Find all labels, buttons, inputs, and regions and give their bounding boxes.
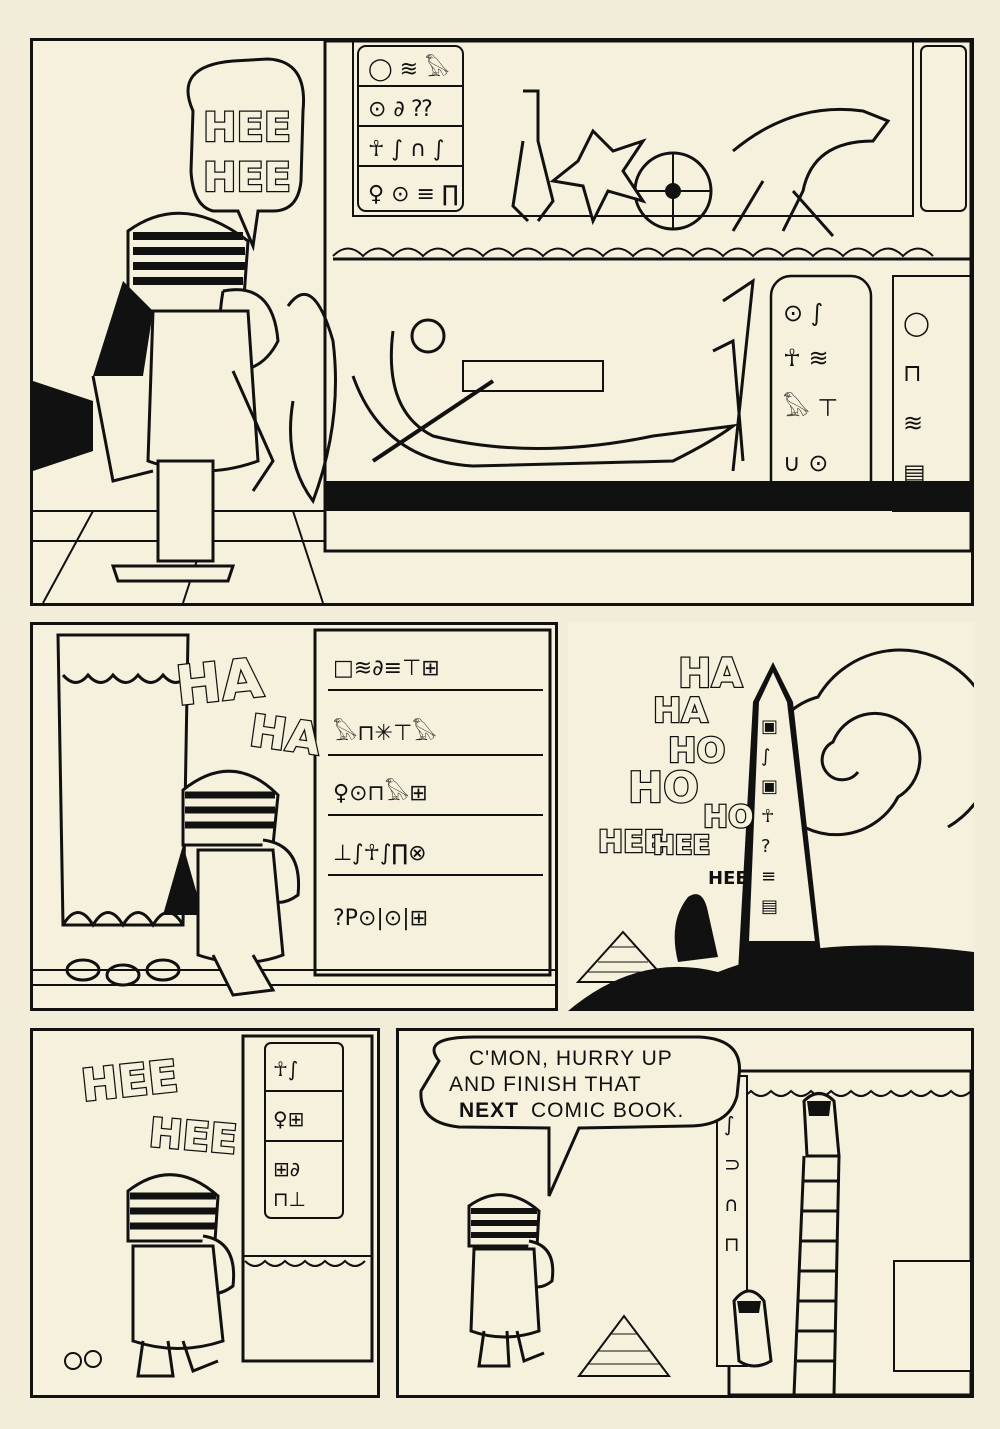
speech-balloon-1: HEE HEE bbox=[186, 57, 306, 252]
svg-text:⊓⊥: ⊓⊥ bbox=[273, 1187, 306, 1211]
svg-text:⊙ ∫: ⊙ ∫ bbox=[783, 299, 823, 327]
svg-text:∪ ⊙: ∪ ⊙ bbox=[783, 449, 828, 477]
svg-text:⊥∫☥∫∏⊗: ⊥∫☥∫∏⊗ bbox=[333, 841, 427, 866]
svg-text:𓅃 ⊤: 𓅃 ⊤ bbox=[783, 391, 838, 422]
ladder-icon bbox=[792, 1155, 841, 1395]
hieroglyph-wall-icon: ☥∫ ♀⊞ ⊞∂ ⊓⊥ bbox=[241, 1034, 374, 1363]
sfx-ha-3: HA bbox=[678, 651, 742, 697]
panel-3: ▣ ∫ ▣ ☥ ? ≡ ▤ HA HA HO HO HO bbox=[568, 622, 974, 1011]
svg-text:⊙ ∂ ⁇: ⊙ ∂ ⁇ bbox=[368, 97, 432, 122]
sfx-ha-2: HA bbox=[246, 705, 323, 765]
sfx-ha-4: HA bbox=[653, 691, 708, 731]
panel-3-art: ▣ ∫ ▣ ☥ ? ≡ ▤ HA HA HO HO HO bbox=[568, 648, 974, 1011]
obelisk-icon: ▣ ∫ ▣ ☥ ? ≡ ▤ bbox=[738, 662, 823, 972]
column-icon bbox=[56, 633, 190, 987]
sfx-ha-1: HA bbox=[173, 646, 266, 718]
svg-text:▣: ▣ bbox=[761, 716, 778, 737]
pharaoh-character-icon bbox=[126, 1173, 236, 1378]
ball-icon bbox=[64, 1352, 82, 1370]
palm-frond-icon bbox=[286, 292, 337, 505]
svg-text:?: ? bbox=[761, 836, 771, 857]
svg-text:⊞∂: ⊞∂ bbox=[273, 1157, 300, 1181]
svg-text:▤: ▤ bbox=[903, 459, 926, 487]
sfx-hee-7: HEE bbox=[147, 1110, 239, 1164]
svg-text:◯: ◯ bbox=[903, 309, 930, 337]
hieroglyph-wall-icon: □≋∂≡⊤⊞ 𓅃⊓✳⊤𓅃 ♀⊙⊓𓅃⊞ ⊥∫☥∫∏⊗ ?P⊙|⊙|⊞ bbox=[313, 628, 552, 977]
svg-text:▤: ▤ bbox=[761, 896, 778, 917]
sfx-hee-3: HEE bbox=[598, 825, 664, 860]
sfx-group-3: HA HA HO HO HO HEE HEE HEE bbox=[597, 650, 755, 889]
svg-text:▣: ▣ bbox=[761, 776, 778, 797]
svg-text:∫: ∫ bbox=[724, 1112, 734, 1136]
svg-text:𓅃⊓✳⊤𓅃: 𓅃⊓✳⊤𓅃 bbox=[333, 718, 437, 746]
panel-1: ◯ ≋ 𓅃 ⊙ ∂ ⁇ ☥ ∫ ∩ ∫ ♀ ⊙ ≡ ∏ bbox=[30, 38, 974, 606]
panel-2: □≋∂≡⊤⊞ 𓅃⊓✳⊤𓅃 ♀⊙⊓𓅃⊞ ⊥∫☥∫∏⊗ ?P⊙|⊙|⊞ HA HA bbox=[30, 622, 558, 1011]
pharaoh-character-icon bbox=[163, 769, 301, 997]
balloon-line-3-bold: NEXT bbox=[459, 1099, 519, 1122]
sfx-hee-4: HEE bbox=[653, 831, 710, 861]
sfx-ho-2: HO bbox=[628, 763, 699, 812]
pyramid-icon bbox=[577, 1314, 671, 1377]
svg-text:∩: ∩ bbox=[724, 1192, 739, 1216]
sfx-group-4: HEE HEE bbox=[78, 1050, 241, 1165]
svg-text:?P⊙|⊙|⊞: ?P⊙|⊙|⊞ bbox=[333, 906, 428, 931]
silhouette-character-icon bbox=[674, 894, 718, 962]
panel-5: ∫ ⊃ ∩ ⊓ bbox=[396, 1028, 974, 1398]
svg-text:♀ ⊙ ≡ ∏: ♀ ⊙ ≡ ∏ bbox=[368, 182, 459, 207]
svg-text:☥ ∫ ∩ ∫: ☥ ∫ ∩ ∫ bbox=[368, 137, 444, 162]
svg-text:♀⊙⊓𓅃⊞: ♀⊙⊓𓅃⊞ bbox=[333, 778, 428, 806]
ground-silhouette-icon bbox=[568, 945, 974, 1011]
svg-text:□≋∂≡⊤⊞: □≋∂≡⊤⊞ bbox=[333, 656, 440, 681]
sfx-ho-1: HO bbox=[668, 731, 725, 771]
sfx-group-2: HA HA bbox=[172, 645, 325, 767]
svg-text:∫: ∫ bbox=[761, 746, 770, 767]
pharaoh-character-icon bbox=[33, 211, 280, 583]
sfx-ho-3: HO bbox=[703, 800, 754, 835]
svg-text:♀⊞: ♀⊞ bbox=[273, 1107, 304, 1131]
sfx-hee-5: HEE bbox=[708, 868, 748, 889]
panel-4: ☥∫ ♀⊞ ⊞∂ ⊓⊥ HEE HEE bbox=[30, 1028, 380, 1398]
ball-icon bbox=[84, 1350, 102, 1368]
pharaoh-character-icon bbox=[467, 1193, 555, 1368]
panel-2-art: □≋∂≡⊤⊞ 𓅃⊓✳⊤𓅃 ♀⊙⊓𓅃⊞ ⊥∫☥∫∏⊗ ?P⊙|⊙|⊞ HA HA bbox=[33, 628, 555, 997]
sfx-hee-2: HEE bbox=[203, 155, 291, 201]
sun-spiral-icon bbox=[764, 648, 974, 837]
panel-5-art: ∫ ⊃ ∩ ⊓ bbox=[419, 1035, 971, 1395]
svg-text:⊓: ⊓ bbox=[724, 1232, 740, 1256]
balloon-line-3-rest: COMIC BOOK. bbox=[531, 1099, 684, 1122]
svg-text:⊃: ⊃ bbox=[724, 1152, 741, 1176]
balloon-line-2: AND FINISH THAT bbox=[449, 1073, 642, 1096]
svg-text:⊓: ⊓ bbox=[903, 359, 922, 387]
balloon-line-1: C'MON, HURRY UP bbox=[469, 1047, 673, 1070]
speech-balloon-5: C'MON, HURRY UP AND FINISH THAT NEXT COM… bbox=[419, 1035, 741, 1197]
svg-text:◯ ≋ 𓅃: ◯ ≋ 𓅃 bbox=[368, 54, 450, 82]
sfx-hee-1: HEE bbox=[203, 105, 291, 151]
panel-1-art: ◯ ≋ 𓅃 ⊙ ∂ ⁇ ☥ ∫ ∩ ∫ ♀ ⊙ ≡ ∏ bbox=[33, 41, 971, 603]
svg-text:☥: ☥ bbox=[761, 806, 774, 827]
svg-text:≋: ≋ bbox=[903, 409, 923, 437]
panel-4-art: ☥∫ ♀⊞ ⊞∂ ⊓⊥ HEE HEE bbox=[64, 1034, 374, 1378]
svg-text:☥∫: ☥∫ bbox=[273, 1057, 298, 1081]
hieroglyph-wall-icon: ◯ ≋ 𓅃 ⊙ ∂ ⁇ ☥ ∫ ∩ ∫ ♀ ⊙ ≡ ∏ bbox=[323, 41, 971, 553]
svg-text:≡: ≡ bbox=[761, 866, 776, 887]
svg-text:☥ ≋: ☥ ≋ bbox=[783, 344, 829, 372]
sfx-hee-6: HEE bbox=[79, 1051, 181, 1112]
